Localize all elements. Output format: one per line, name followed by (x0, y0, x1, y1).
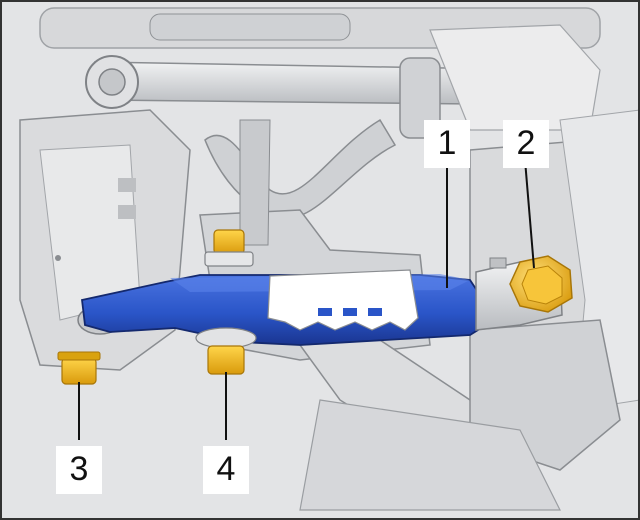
callout-4: 4 (203, 446, 249, 494)
upper-chassis-parts (39, 7, 601, 139)
fastener-2-bolt (509, 255, 573, 313)
arm-cover (267, 269, 419, 331)
fastener-4-nut (195, 327, 257, 375)
callout-2: 2 (503, 120, 549, 168)
fastener-3-nut (57, 351, 101, 385)
leader-lines (78, 159, 535, 440)
control-arm (81, 269, 479, 346)
callout-1: 1 (424, 120, 470, 168)
callout-3: 3 (56, 446, 102, 494)
leader-line-2 (524, 159, 535, 269)
upper-mount-bolt (204, 229, 254, 267)
